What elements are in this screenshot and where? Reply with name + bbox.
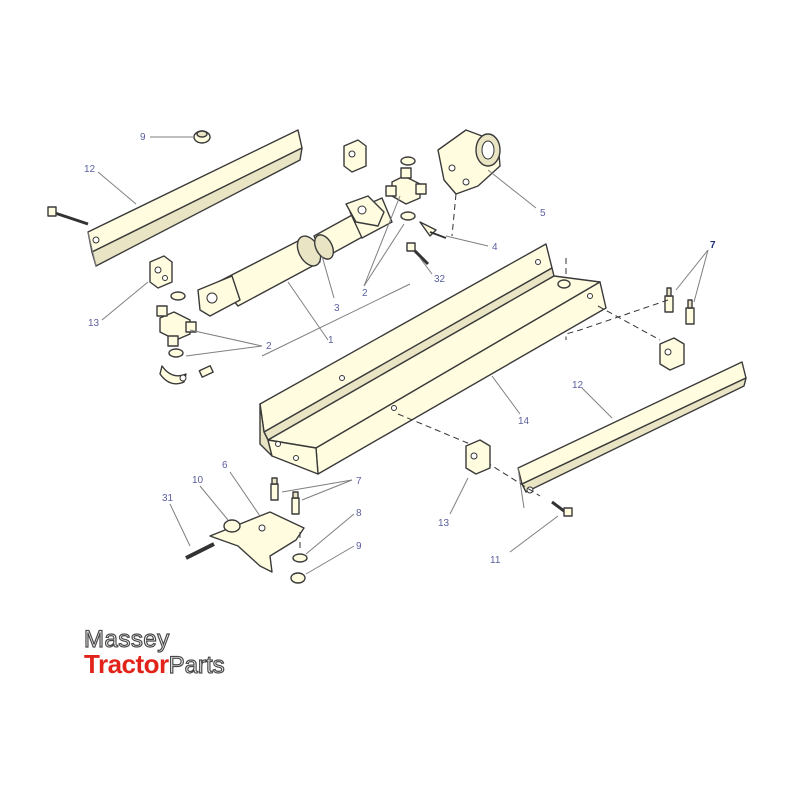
callout-7: 7 [710,240,716,251]
bearing-housing [437,129,501,195]
callout-2: 2 [266,341,272,352]
logo-line-tractor-parts: TractorParts [84,651,225,678]
leader-lines [97,136,709,575]
callout-14: 14 [518,416,530,427]
logo-word-massey: Massey [83,626,170,653]
callout-12: 12 [84,164,96,175]
grease-nipple-right-1 [664,287,674,313]
logo-word-parts: Parts [168,652,225,679]
stud-31 [185,542,215,560]
mount-block-right [659,337,685,371]
callout-4: 4 [492,242,498,253]
grease-nipple-right-2 [685,299,695,325]
nut-cross-member [557,279,571,289]
bolt-11 [551,500,573,517]
side-rail-lower [517,361,747,509]
circlips [168,156,416,358]
clamp-lower-left [159,365,214,385]
nut-top [193,130,211,144]
cross-member [259,243,607,475]
mount-block-top [343,139,367,173]
bracket-plate [209,511,305,573]
callout-32: 32 [434,274,446,285]
callout-13: 13 [438,518,450,529]
nut-lower [290,572,306,584]
bolt-4 [419,221,447,239]
callout-9: 9 [356,541,362,552]
logo-word-tractor: Tractor [84,649,169,679]
brand-logo: Massey TractorParts [83,626,225,678]
callout-7: 7 [356,476,362,487]
grease-nipple-lower-1 [270,477,279,501]
universal-joint-upper [385,167,427,205]
callout-10: 10 [192,475,204,486]
callout-1: 1 [328,335,334,346]
callout-9: 9 [140,132,146,143]
callout-13: 13 [88,318,100,329]
mount-block-upper [149,255,173,289]
callout-31: 31 [162,493,174,504]
mount-block-lower [465,439,491,475]
shaft-yoke-front [345,195,385,227]
callout-11: 11 [490,555,501,566]
callout-3: 3 [334,303,340,314]
callout-6: 6 [222,460,228,471]
callout-12: 12 [572,380,584,391]
nut-10 [223,519,241,533]
grease-nipple-lower-2 [291,491,300,515]
callout-8: 8 [356,508,362,519]
washer-lower [292,553,308,563]
callout-5: 5 [540,208,546,219]
side-rail-upper [87,129,303,267]
callout-2: 2 [362,288,368,299]
universal-joint-lower [156,305,197,347]
bolt-upper-left [47,206,89,226]
callout-labels: 9 12 13 2 1 3 2 5 4 32 7 12 14 13 11 6 1… [84,132,716,566]
bolt-32 [406,242,430,266]
